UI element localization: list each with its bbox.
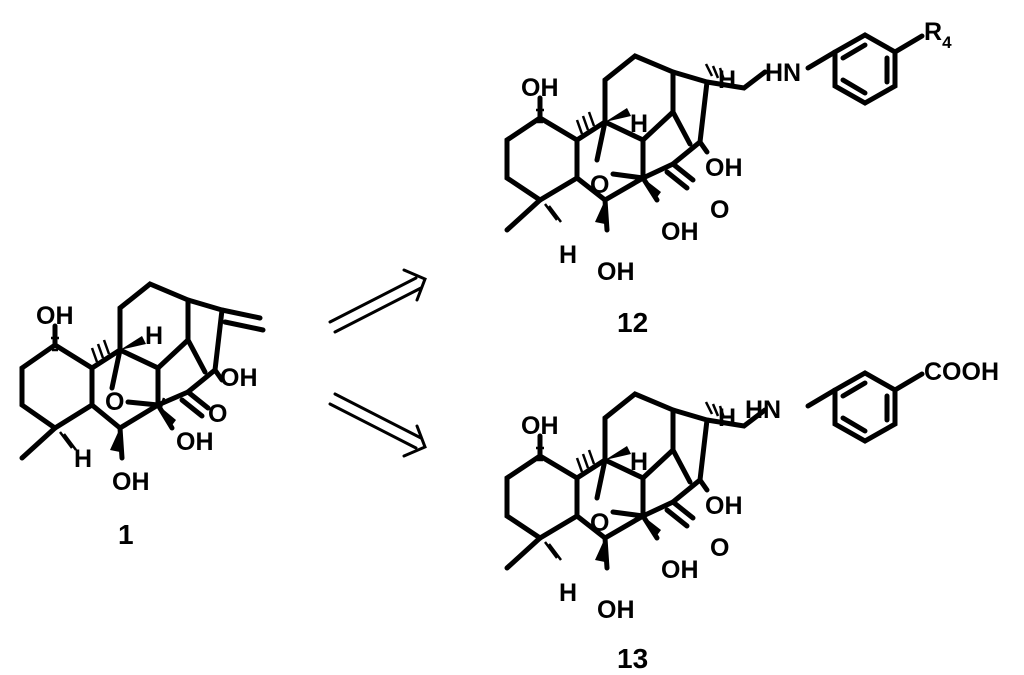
compound-12-h-top: H xyxy=(718,66,736,94)
compound-12-oh-1: OH xyxy=(521,74,559,102)
compound-13-o-bridge: O xyxy=(590,509,609,537)
compound-12-number: 12 xyxy=(617,307,648,338)
reaction-arrow-to-12 xyxy=(328,268,427,334)
compound-12-oh-4: OH xyxy=(597,258,635,286)
compound-13-structure: OH OH OH OH O O H H H HN COOH 13 xyxy=(504,358,999,674)
compound-13-oh-3: OH xyxy=(661,556,699,584)
compound-13-number: 13 xyxy=(617,643,648,674)
compound-13-h-1: H xyxy=(630,448,648,476)
compound-12-o-ketone: O xyxy=(710,196,729,224)
compound-13-o-ketone: O xyxy=(710,534,729,562)
compound-13-oh-4: OH xyxy=(597,596,635,624)
compound-13-oh-1: OH xyxy=(521,412,559,440)
compound-13-oh-2: OH xyxy=(705,492,743,520)
compound-1-o-bridge: O xyxy=(105,388,124,416)
compound-1-structure: OH OH OH OH O O H H 1 xyxy=(19,281,266,550)
compound-1-oh-1: OH xyxy=(36,302,74,330)
compound-1-oh-2: OH xyxy=(220,364,258,392)
compound-13-h-2: H xyxy=(559,579,577,607)
compound-12-structure: OH OH OH OH O O H H H HN R4 12 xyxy=(504,18,952,338)
compound-13-h-top: H xyxy=(718,404,736,432)
compound-13-cooh: COOH xyxy=(924,358,999,386)
compound-1-o-ketone: O xyxy=(208,400,227,428)
compound-1-h-2: H xyxy=(74,445,92,473)
compound-12-r4: R4 xyxy=(924,18,952,52)
compound-12-oh-3: OH xyxy=(661,218,699,246)
compound-1-oh-4: OH xyxy=(112,468,150,496)
reaction-arrow-to-13 xyxy=(328,392,427,458)
compound-1-oh-3: OH xyxy=(176,428,214,456)
compound-1-number: 1 xyxy=(118,519,134,550)
compound-13-hn: HN xyxy=(745,396,781,424)
compound-12-h-2: H xyxy=(559,241,577,269)
compound-12-oh-2: OH xyxy=(705,154,743,182)
compound-12-o-bridge: O xyxy=(590,171,609,199)
compound-1-h-1: H xyxy=(145,322,163,350)
compound-12-hn: HN xyxy=(765,59,801,87)
compound-12-h-1: H xyxy=(630,110,648,138)
